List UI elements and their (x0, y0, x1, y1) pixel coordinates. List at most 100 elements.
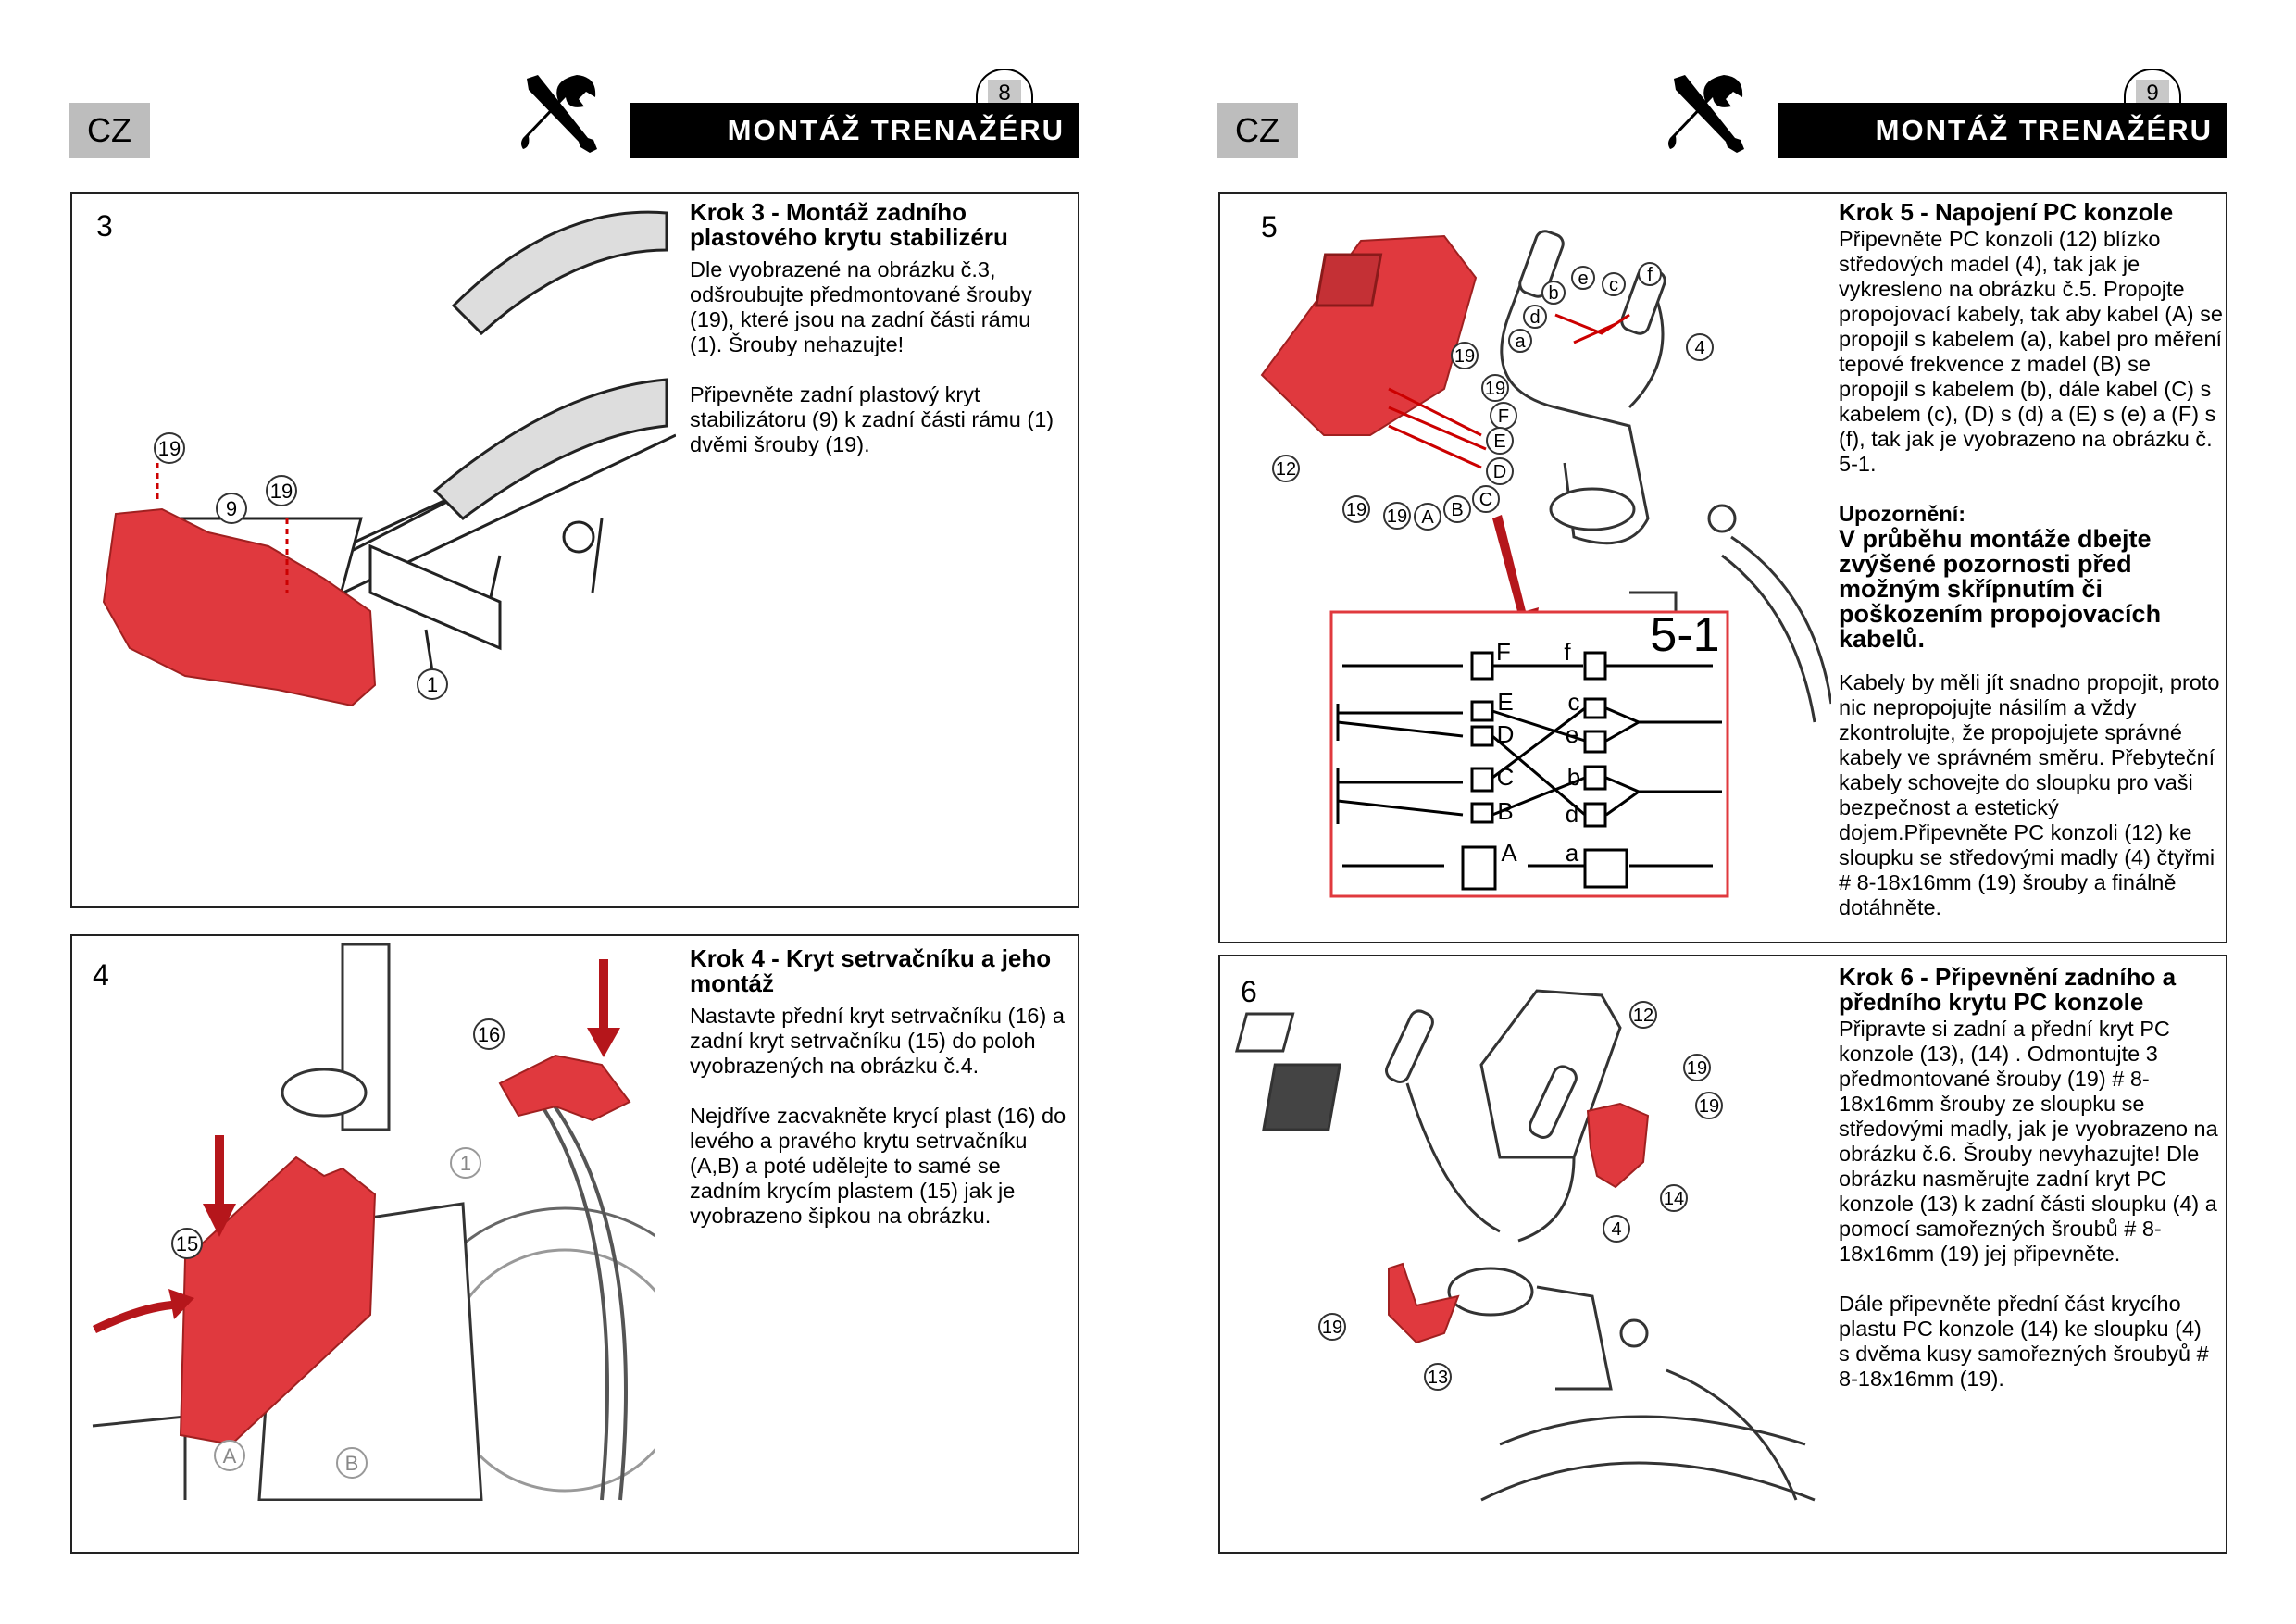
pedal-icon (432, 210, 668, 520)
svg-text:1: 1 (460, 1152, 471, 1175)
warning: Upozornění: V průběhu montáže dbejte zvý… (1839, 502, 2226, 652)
step-paragraph: Nastavte přední kryt setrvačníku (16) a … (690, 1004, 1065, 1078)
svg-text:12: 12 (1633, 1006, 1653, 1026)
svg-text:D: D (1497, 720, 1515, 748)
step6-illustration (1234, 989, 1816, 1502)
svg-text:19: 19 (1454, 346, 1475, 367)
pc-console-12 (1260, 234, 1478, 436)
step-number: 3 (96, 209, 113, 243)
svg-text:19: 19 (270, 480, 293, 503)
step-number: 4 (93, 958, 109, 992)
svg-text:19: 19 (158, 437, 181, 460)
step3-illustration (102, 210, 676, 707)
step3-callouts: 19 9 19 1 (154, 432, 448, 700)
svg-text:f: f (1647, 265, 1653, 285)
step-title: Krok 6 - Připevnění zadního a předního k… (1839, 963, 2177, 1016)
svg-text:13: 13 (1428, 1368, 1448, 1388)
svg-text:e: e (1566, 720, 1578, 748)
svg-text:a: a (1566, 839, 1579, 867)
svg-text:E: E (1493, 431, 1505, 452)
flywheel-cover-16 (498, 1054, 631, 1122)
step4-text: Krok 4 - Kryt setrvačníku a jeho montáž … (690, 946, 1071, 1254)
step5-illustration (1260, 230, 1831, 723)
svg-text:C: C (1479, 490, 1492, 510)
tools-icon (1668, 75, 1744, 153)
svg-text:e: e (1578, 269, 1588, 289)
warning-text: V průběhu montáže dbejte zvýšené pozorno… (1839, 525, 2162, 653)
wiring-inset-5-1: 5-1 F f E c D e C b B d A (1329, 608, 1729, 898)
console-cover-13 (1388, 1262, 1460, 1344)
svg-text:B: B (345, 1452, 359, 1475)
arrow-down-icon (203, 1135, 236, 1237)
svg-text:19: 19 (1322, 1318, 1342, 1338)
step-paragraph: Dle vyobrazené na obrázku č.3, odšroubuj… (690, 257, 1032, 356)
svg-text:E: E (1497, 688, 1513, 716)
language-badge: CZ (1217, 103, 1298, 158)
svg-text:4: 4 (1611, 1219, 1621, 1240)
svg-text:1: 1 (427, 673, 438, 696)
svg-text:b: b (1567, 763, 1580, 791)
svg-text:4: 4 (1694, 338, 1704, 358)
step-paragraph: Připevněte PC konzoli (12) blízko středo… (1839, 227, 2223, 476)
console-cover-14 (1586, 1102, 1650, 1189)
svg-text:d: d (1566, 800, 1578, 828)
step-paragraph: Kabely by měli jít snadno propojit, prot… (1839, 670, 2220, 919)
svg-text:15: 15 (176, 1232, 198, 1255)
step3-text: Krok 3 - Montáž zadního plastového krytu… (690, 200, 1060, 482)
step-title: Krok 4 - Kryt setrvačníku a jeho montáž (690, 944, 1052, 997)
svg-text:A: A (1421, 507, 1434, 528)
svg-text:19: 19 (1387, 506, 1407, 527)
section-header: MONTÁŽ TRENAŽÉRU (630, 103, 1079, 158)
section-header: MONTÁŽ TRENAŽÉRU (1778, 103, 2227, 158)
tools-icon (521, 75, 597, 153)
step6-panel (1218, 955, 2227, 1554)
svg-text:c: c (1609, 275, 1618, 295)
arrow-down-icon (587, 959, 620, 1057)
step4-panel (70, 934, 1079, 1554)
svg-text:5-1: 5-1 (1650, 608, 1719, 662)
svg-text:A: A (1501, 839, 1517, 867)
step3-panel (70, 192, 1079, 908)
stabilizer-cover-9 (102, 507, 377, 707)
step4-illustration (92, 943, 655, 1501)
svg-text:A: A (223, 1444, 237, 1468)
svg-text:12: 12 (1276, 459, 1296, 480)
warning-label: Upozornění: (1839, 502, 1966, 526)
language-badge: CZ (69, 103, 150, 158)
step5-panel (1218, 192, 2227, 943)
step6-text: Krok 6 - Připevnění zadního a předního k… (1839, 965, 2218, 1417)
step5-callouts: 12 19 19 F E D C B A 19 19 4 d a b e c f (1272, 262, 1714, 531)
svg-text:19: 19 (1687, 1058, 1707, 1079)
step6-callouts: 12 19 19 14 4 19 13 (1318, 1001, 1723, 1391)
curved-arrow-icon (93, 1289, 194, 1333)
svg-text:D: D (1493, 462, 1506, 482)
svg-text:F: F (1496, 638, 1511, 666)
svg-text:F: F (1498, 406, 1509, 427)
svg-text:d: d (1529, 307, 1540, 328)
svg-text:19: 19 (1699, 1096, 1719, 1117)
step-paragraph: Připravte si zadní a přední kryt PC konz… (1839, 1017, 2218, 1266)
step-number: 6 (1241, 975, 1257, 1008)
flywheel-cover-15 (179, 1156, 377, 1446)
step-paragraph: Připevněte zadní plastový kryt stabilizá… (690, 382, 1054, 456)
svg-text:16: 16 (478, 1023, 500, 1046)
svg-text:B: B (1497, 797, 1513, 825)
svg-text:a: a (1515, 331, 1526, 352)
svg-text:c: c (1568, 688, 1580, 716)
step-title: Krok 3 - Montáž zadního plastového krytu… (690, 198, 1008, 251)
svg-text:14: 14 (1664, 1189, 1684, 1209)
svg-text:19: 19 (1485, 379, 1505, 399)
step-number: 5 (1261, 210, 1278, 244)
step4-arrows (93, 959, 620, 1333)
svg-text:9: 9 (226, 497, 237, 520)
step4-callouts: 16 1 15 A B (171, 1018, 505, 1479)
svg-text:C: C (1497, 763, 1515, 791)
svg-text:B: B (1451, 500, 1463, 520)
step-paragraph: Nejdříve zacvakněte krycí plast (16) do … (690, 1104, 1067, 1228)
svg-text:f: f (1564, 638, 1571, 666)
step-paragraph: Dále připevněte přední část krycího plas… (1839, 1292, 2209, 1391)
step5-text: Krok 5 - Napojení PC konzole Připevněte … (1839, 200, 2226, 945)
svg-text:b: b (1548, 283, 1558, 304)
svg-text:19: 19 (1346, 500, 1366, 520)
